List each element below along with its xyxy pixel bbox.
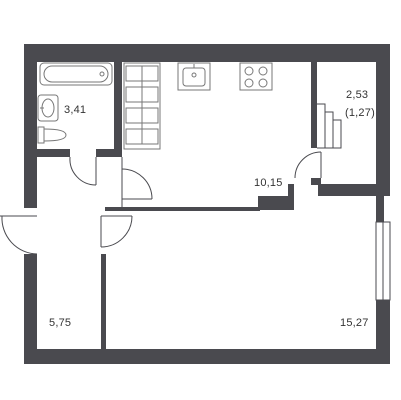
bathtub-icon xyxy=(39,62,113,86)
room-area-balcony-reduced: (1,27) xyxy=(345,107,375,119)
stove-icon xyxy=(239,62,273,91)
wall-kitchen-bedroom xyxy=(105,207,260,211)
toilet-icon xyxy=(37,126,67,144)
walls xyxy=(24,44,390,364)
wall-bath-right xyxy=(114,62,122,157)
wall-balcony-stub xyxy=(311,178,321,185)
wall-left-upper xyxy=(24,44,37,208)
kitchen-door xyxy=(121,157,153,207)
wall-bath-bottom-right xyxy=(96,149,122,157)
room-area-hallway: 5,75 xyxy=(49,317,72,329)
kitchen-cabinets xyxy=(123,62,161,150)
wall-bottom xyxy=(24,349,390,364)
room-area-kitchen-living: 10,15 xyxy=(254,177,283,189)
room-area-balcony: 2,53 xyxy=(346,89,369,101)
wall-hall-bedroom xyxy=(101,254,106,349)
wall-balcony-bottom xyxy=(318,184,376,196)
wall-left-lower xyxy=(24,254,37,364)
wall-right-lower xyxy=(376,300,390,364)
wall-right-upper xyxy=(376,44,390,196)
bedroom-door xyxy=(100,215,133,248)
bathroom-sink-icon xyxy=(37,94,59,122)
wall-pillar-side xyxy=(288,184,294,210)
kitchen-sink-icon xyxy=(177,62,211,91)
wall-bath-bottom-left xyxy=(37,149,70,157)
wall-balcony-left xyxy=(311,62,317,148)
wall-top xyxy=(24,44,390,62)
balcony-steps xyxy=(317,103,342,149)
entrance-door xyxy=(0,215,38,255)
balcony-door xyxy=(294,151,322,179)
wall-kitchen-bedroom-pillar xyxy=(258,196,290,210)
bathroom-door xyxy=(69,156,97,186)
window-right xyxy=(375,196,391,301)
room-area-bathroom: 3,41 xyxy=(64,104,87,116)
room-area-bedroom: 15,27 xyxy=(340,317,369,329)
